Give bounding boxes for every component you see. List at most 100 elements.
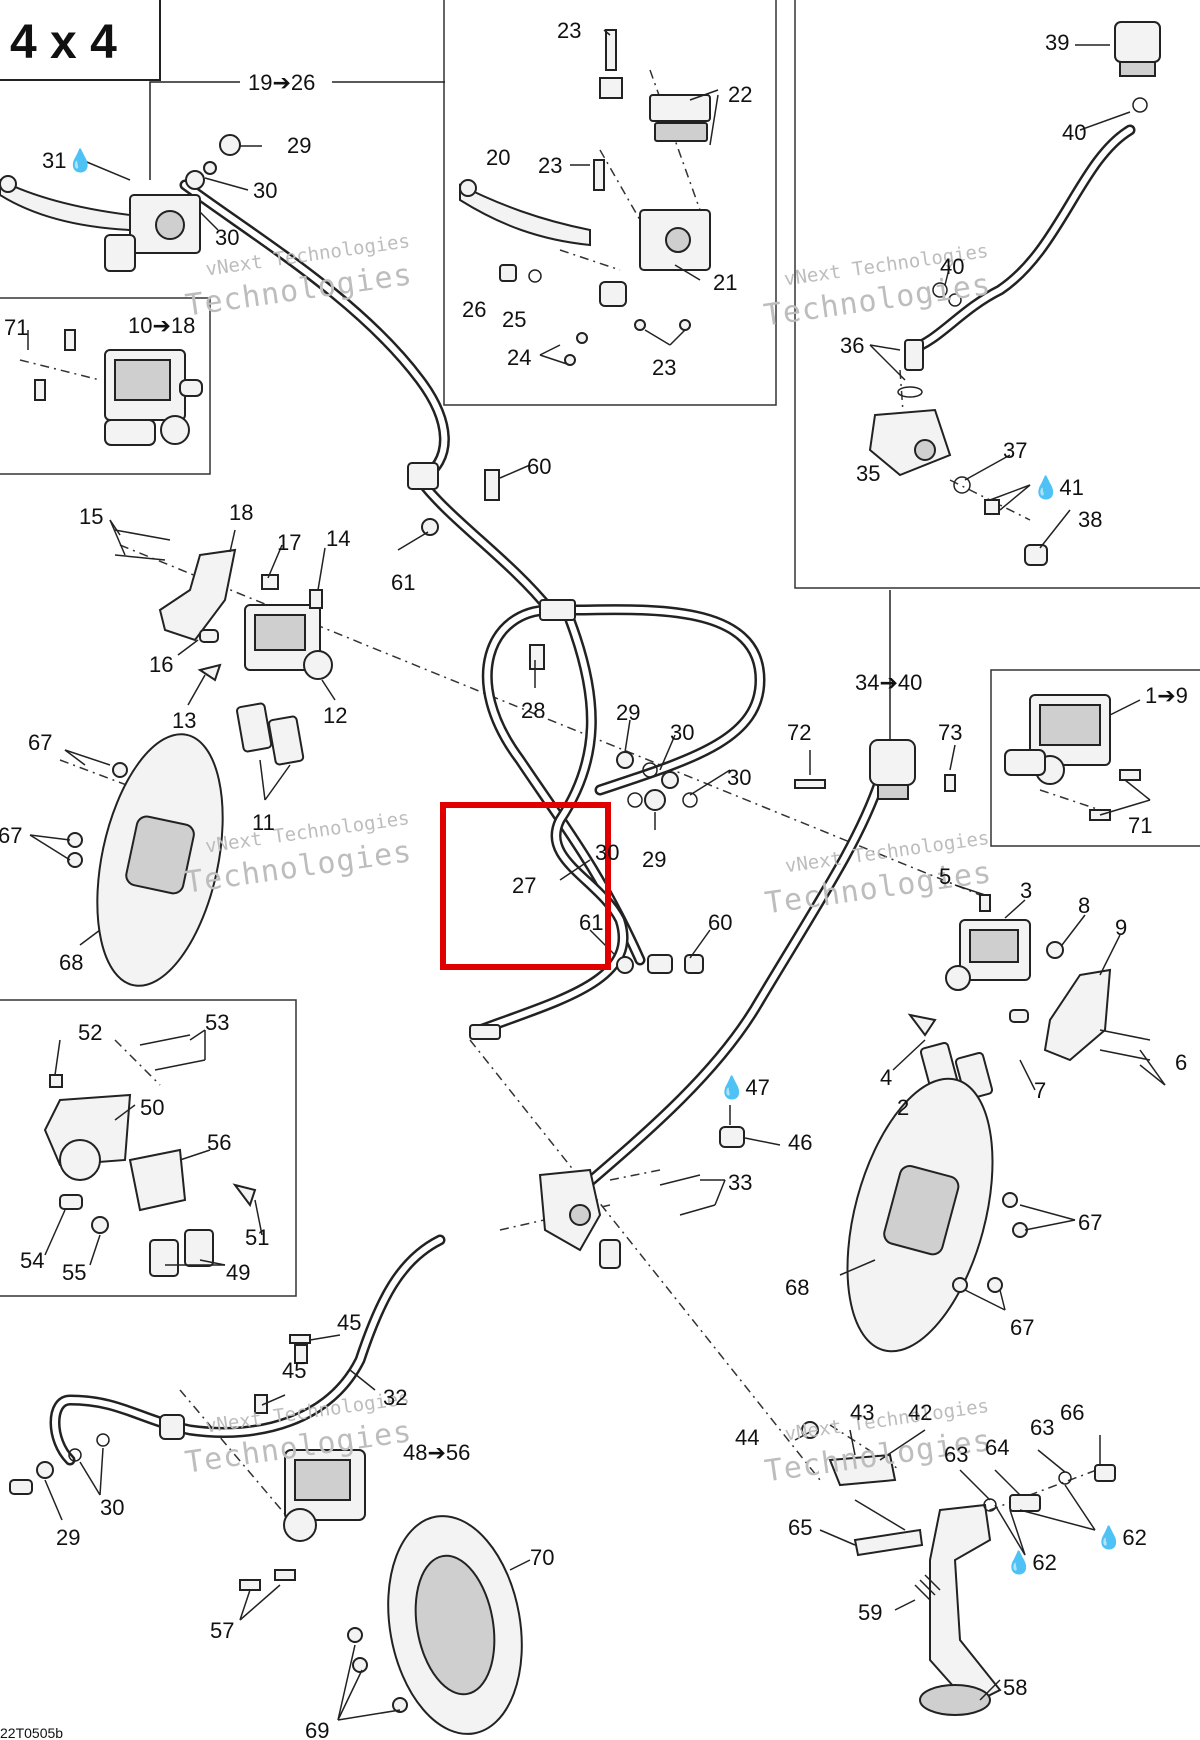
callout-32: 32 (383, 1385, 407, 1410)
callout-23b: 23 (538, 153, 562, 178)
callout-14: 14 (326, 526, 350, 551)
callout-67c: 67 (1078, 1210, 1102, 1235)
callout-35: 35 (856, 461, 880, 486)
callout-18: 18 (229, 500, 253, 525)
callout-33: 33 (728, 1170, 752, 1195)
callout-10-18: 10➔18 (128, 313, 195, 338)
callout-39: 39 (1045, 30, 1069, 55)
callout-52: 52 (78, 1020, 102, 1045)
callout-69: 69 (305, 1718, 329, 1740)
callout-25: 25 (502, 307, 526, 332)
callout-71b: 71 (1128, 813, 1152, 838)
callout-67a: 67 (28, 730, 52, 755)
callout-49: 49 (226, 1260, 250, 1285)
callout-57: 57 (210, 1618, 234, 1643)
callout-4: 4 (880, 1065, 892, 1090)
callout-2: 2 (897, 1095, 909, 1120)
callout-20: 20 (486, 145, 510, 170)
master-cylinder-detail-frame (443, 0, 777, 406)
callout-27: 27 (512, 873, 536, 898)
callout-22: 22 (728, 82, 752, 107)
leader-lines (27, 29, 1166, 1721)
brake-hoses (49, 124, 1136, 1466)
callout-50: 50 (140, 1095, 164, 1120)
rear-master-cylinder (538, 1126, 745, 1269)
drawing-code: 22T0505b (0, 1725, 63, 1740)
callout-17: 17 (277, 530, 301, 555)
callout-56a: 56 (207, 1130, 231, 1155)
callout-70: 70 (530, 1545, 554, 1570)
callout-12: 12 (323, 703, 347, 728)
callout-21: 21 (713, 270, 737, 295)
callout-9: 9 (1115, 915, 1127, 940)
rear-caliper-detail (43, 1034, 257, 1277)
callout-55: 55 (62, 1260, 86, 1285)
watermark-mid-right: vNext Technologies Technologies (763, 827, 994, 922)
callout-45b: 45 (282, 1358, 306, 1383)
callout-47: 💧47 (718, 1075, 770, 1100)
callout-63b: 63 (944, 1442, 968, 1467)
front-master-cylinder (0, 134, 241, 272)
callout-42: 42 (908, 1400, 932, 1425)
rear-master-cylinder-exploded (868, 21, 1161, 566)
callout-67b: 67 (0, 823, 22, 848)
model-label-box: 4 x 4 (0, 0, 161, 81)
callout-30f: 30 (100, 1495, 124, 1520)
callout-58: 58 (1003, 1675, 1027, 1700)
callout-67d: 67 (1010, 1315, 1034, 1340)
caliper-detail-right-frame (990, 669, 1200, 847)
model-label: 4 x 4 (10, 16, 117, 69)
callout-23c: 23 (652, 355, 676, 380)
rear-reservoir-assembly (794, 739, 956, 800)
callout-61a: 61 (391, 570, 415, 595)
callout-30d: 30 (727, 765, 751, 790)
callout-29d: 29 (56, 1525, 80, 1550)
callout-66: 66 (1060, 1400, 1084, 1425)
callout-48-56: 48➔56 (403, 1440, 470, 1465)
callout-30e: 30 (595, 840, 619, 865)
callout-73: 73 (938, 720, 962, 745)
callout-62b: 💧62 (1005, 1550, 1057, 1575)
rear-caliper-detail-frame (0, 999, 297, 1297)
front-left-caliper-assembly (67, 529, 333, 987)
callout-60a: 60 (527, 454, 551, 479)
hose-junction (407, 462, 704, 1040)
callout-65: 65 (788, 1515, 812, 1540)
callout-29c: 29 (642, 847, 666, 872)
callout-13: 13 (172, 708, 196, 733)
callout-36: 36 (840, 333, 864, 358)
rear-caliper-assembly (9, 1334, 523, 1735)
highlight-box (440, 802, 611, 970)
callout-68a: 68 (59, 950, 83, 975)
callout-1-9: 1➔9 (1145, 683, 1188, 708)
callout-7: 7 (1034, 1078, 1046, 1103)
callout-16: 16 (149, 652, 173, 677)
callout-72: 72 (787, 720, 811, 745)
callout-6: 6 (1175, 1050, 1187, 1075)
callout-30a: 30 (253, 178, 277, 203)
caliper-detail-right (1004, 694, 1141, 821)
callout-54: 54 (20, 1248, 44, 1273)
callout-5: 5 (939, 864, 951, 889)
callout-15: 15 (79, 504, 103, 529)
callout-53: 53 (205, 1010, 229, 1035)
callout-43: 43 (850, 1400, 874, 1425)
callout-26: 26 (462, 297, 486, 322)
callout-37: 37 (1003, 438, 1027, 463)
callout-44: 44 (735, 1425, 759, 1450)
callout-30b: 30 (215, 225, 239, 250)
callout-62a: 💧62 (1095, 1525, 1147, 1550)
front-right-caliper-assembly (846, 894, 1151, 1353)
master-cylinder-exploded (459, 29, 711, 366)
rear-master-cylinder-detail-frame (794, 0, 1200, 589)
callout-60b: 60 (708, 910, 732, 935)
caliper-detail-left (34, 329, 203, 446)
callout-24: 24 (507, 345, 531, 370)
callout-8: 8 (1078, 893, 1090, 918)
callout-29a: 29 (287, 133, 311, 158)
callout-28: 28 (521, 698, 545, 723)
callout-31: 31💧 (42, 148, 94, 173)
